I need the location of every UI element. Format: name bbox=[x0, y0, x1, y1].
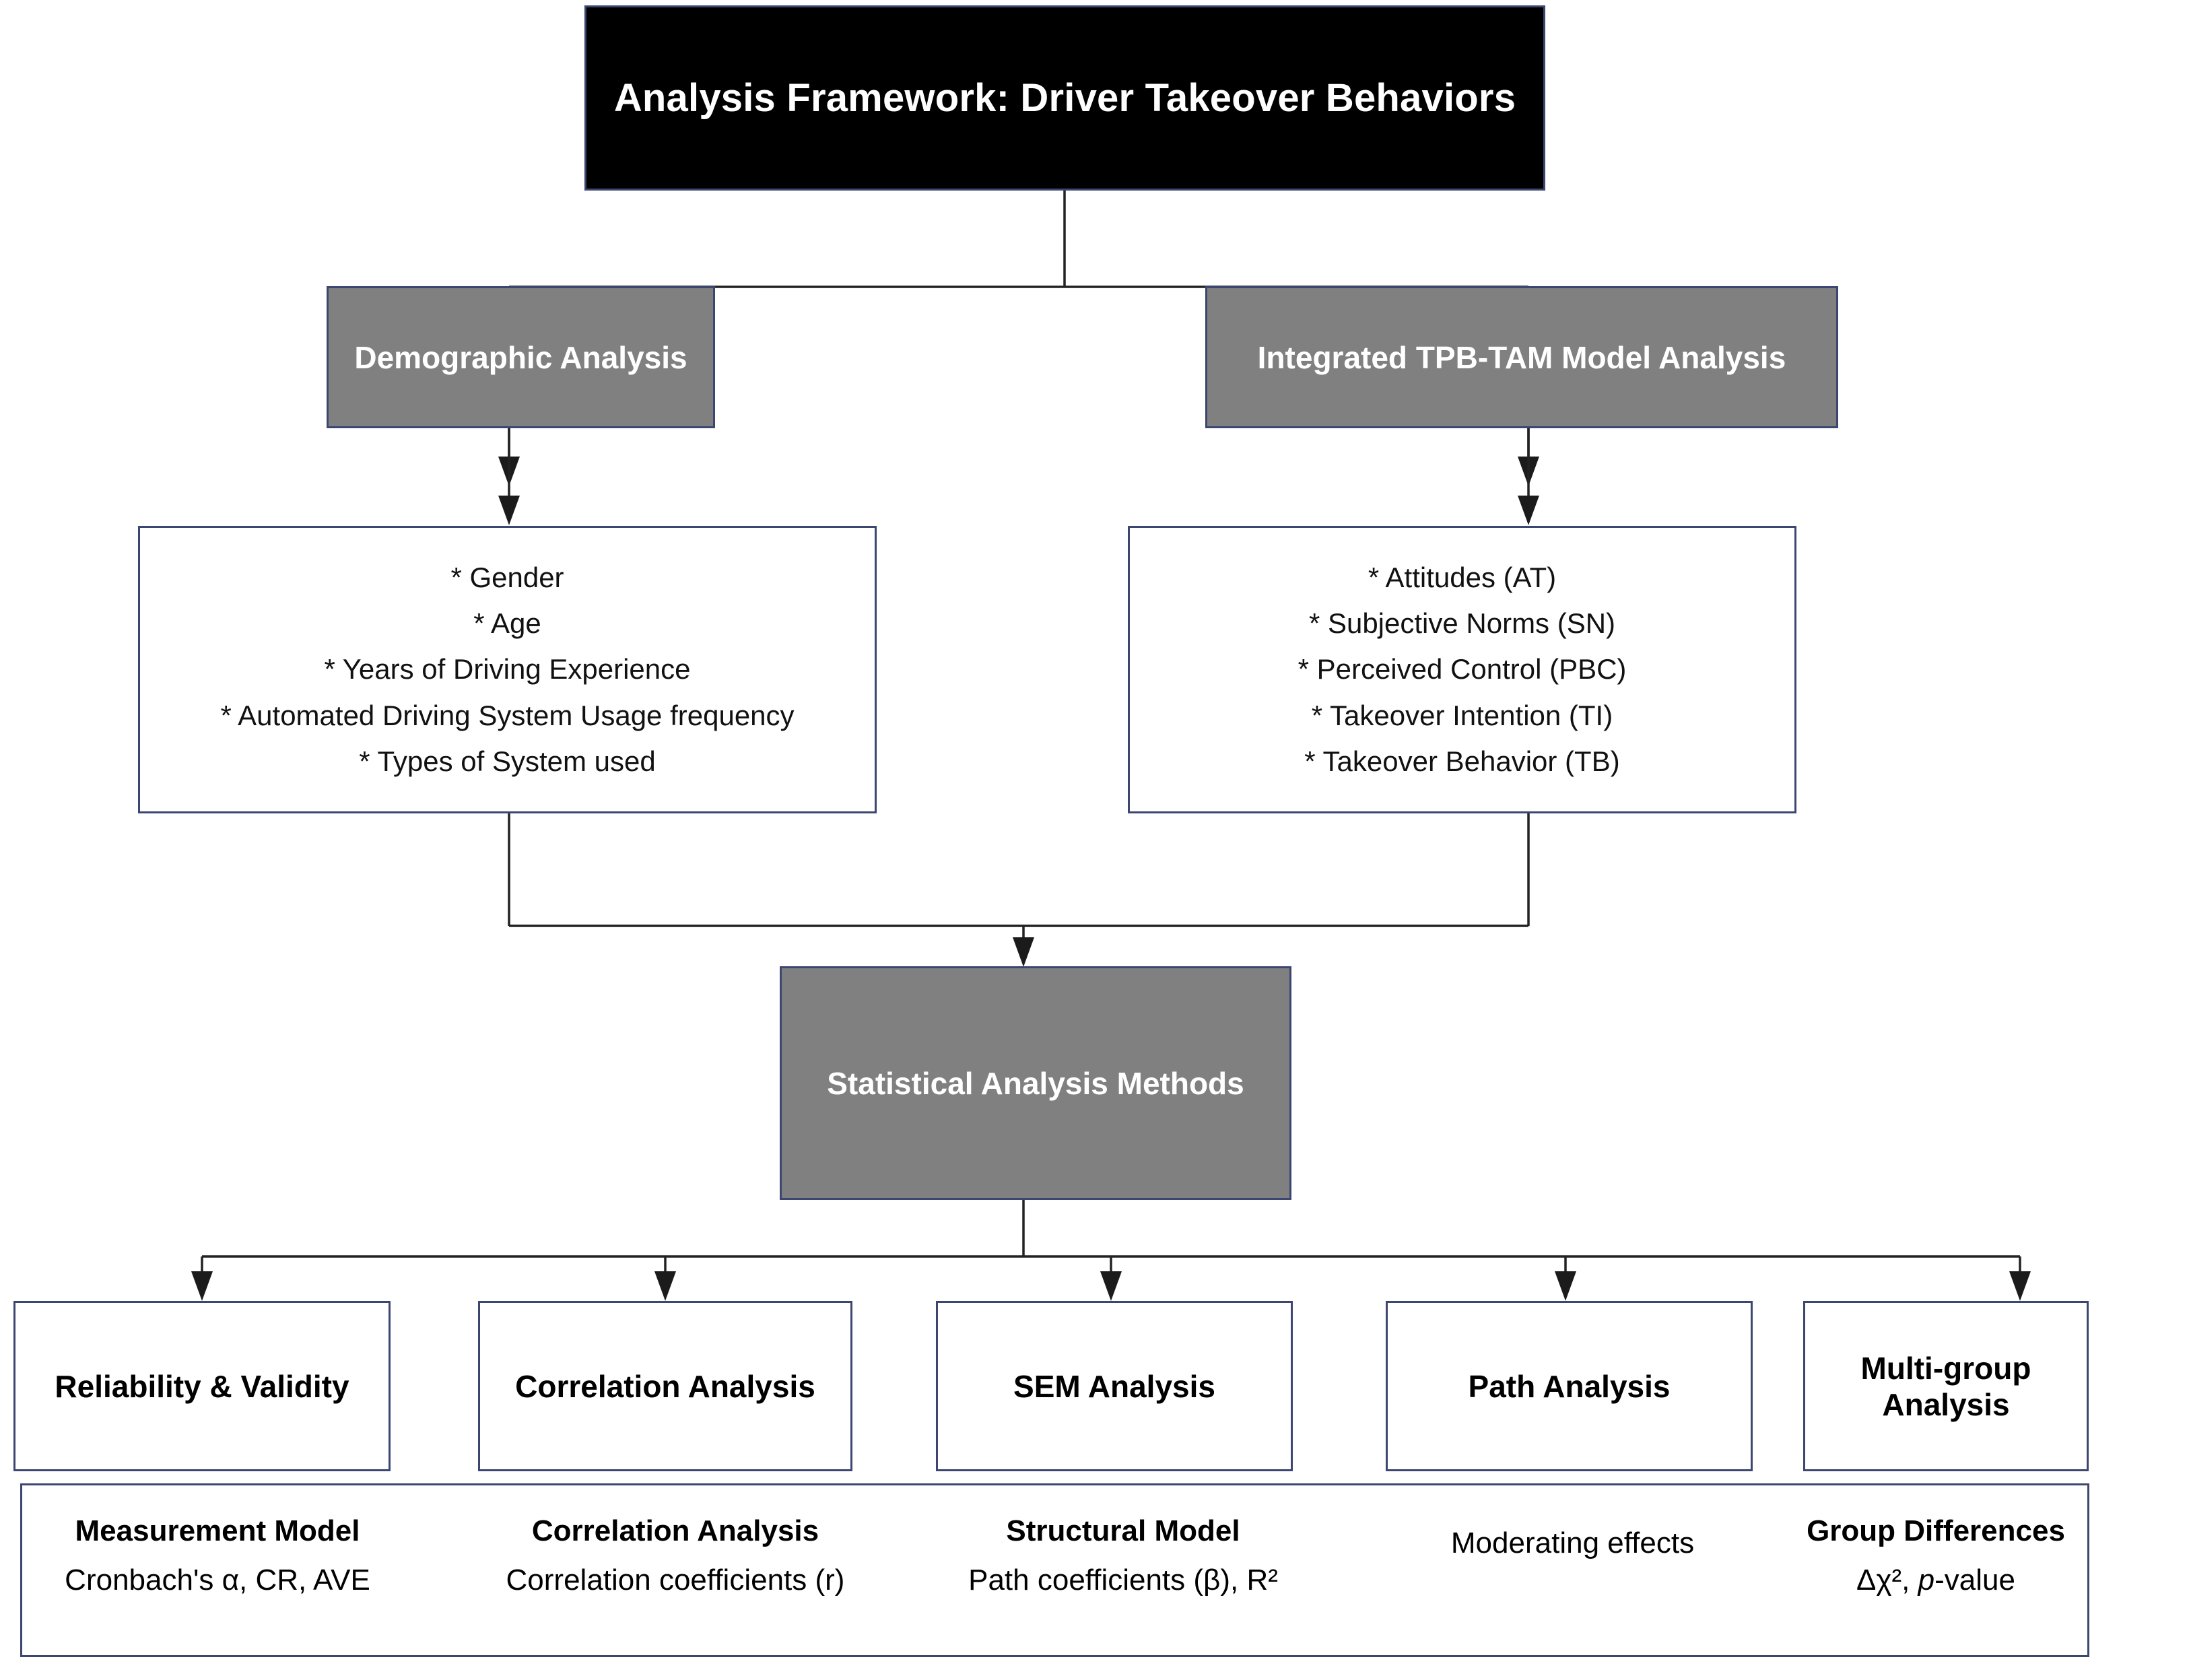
footer-detail: Correlation coefficients (r) bbox=[506, 1564, 845, 1597]
footer-detail: Moderating effects bbox=[1450, 1526, 1695, 1559]
list-item: * Types of System used bbox=[359, 745, 656, 777]
detail-box-tpb-tam: * Attitudes (AT) * Subjective Norms (SN)… bbox=[1128, 526, 1796, 813]
footer-detail: Path coefficients (β), R² bbox=[968, 1564, 1278, 1597]
footer-heading: Group Differences bbox=[1807, 1514, 2065, 1547]
method-box-reliability-validity[interactable]: Reliability & Validity bbox=[13, 1301, 391, 1471]
footer-detail-composite: Δχ², p-value bbox=[1793, 1560, 2079, 1600]
title-box: Analysis Framework: Driver Takeover Beha… bbox=[584, 5, 1545, 191]
footer-detail: Cronbach's α, CR, AVE bbox=[65, 1564, 370, 1597]
method-label: SEM Analysis bbox=[1013, 1368, 1215, 1404]
detail-list-tpb-tam: * Attitudes (AT) * Subjective Norms (SN)… bbox=[1130, 555, 1794, 784]
list-item: * Years of Driving Experience bbox=[324, 653, 691, 685]
footer-detail-italic: p bbox=[1918, 1564, 1935, 1597]
footer-detail-suffix: -value bbox=[1934, 1564, 2015, 1597]
list-item: * Subjective Norms (SN) bbox=[1308, 607, 1616, 640]
branch-box-integrated-tpb-tam-model-analysis[interactable]: Integrated TPB-TAM Model Analysis bbox=[1205, 286, 1838, 428]
footer-col-group-differences: Group Differences Δχ², p-value bbox=[1793, 1512, 2079, 1600]
method-box-path-analysis[interactable]: Path Analysis bbox=[1386, 1301, 1753, 1471]
footer-summary-panel: Measurement Model Cronbach's α, CR, AVE … bbox=[20, 1483, 2089, 1657]
list-item: * Takeover Behavior (TB) bbox=[1304, 745, 1620, 777]
list-item: * Gender bbox=[450, 562, 564, 594]
branch-label: Integrated TPB-TAM Model Analysis bbox=[1257, 339, 1786, 375]
footer-heading: Measurement Model bbox=[75, 1514, 360, 1547]
footer-heading: Structural Model bbox=[1006, 1514, 1240, 1547]
footer-col-correlation-analysis: Correlation Analysis Correlation coeffic… bbox=[487, 1512, 864, 1600]
hub-box-statistical-analysis-methods[interactable]: Statistical Analysis Methods bbox=[780, 966, 1291, 1200]
list-item: * Attitudes (AT) bbox=[1368, 562, 1557, 594]
branch-label: Demographic Analysis bbox=[354, 339, 687, 375]
method-box-sem-analysis[interactable]: SEM Analysis bbox=[936, 1301, 1293, 1471]
method-label: Correlation Analysis bbox=[515, 1368, 815, 1404]
method-label: Multi-group Analysis bbox=[1860, 1350, 2031, 1422]
footer-col-moderating-effects: Moderating effects bbox=[1389, 1512, 1756, 1563]
list-item: * Perceived Control (PBC) bbox=[1298, 653, 1627, 685]
title-label: Analysis Framework: Driver Takeover Beha… bbox=[613, 76, 1516, 120]
footer-col-structural-model: Structural Model Path coefficients (β), … bbox=[945, 1512, 1302, 1600]
footer-detail-prefix: Δχ², bbox=[1856, 1564, 1918, 1597]
list-item: * Age bbox=[473, 607, 541, 640]
hub-label: Statistical Analysis Methods bbox=[827, 1065, 1244, 1101]
detail-list-demographic: * Gender * Age * Years of Driving Experi… bbox=[140, 555, 875, 784]
footer-heading: Correlation Analysis bbox=[531, 1514, 819, 1547]
method-box-multi-group-analysis[interactable]: Multi-group Analysis bbox=[1803, 1301, 2089, 1471]
list-item: * Takeover Intention (TI) bbox=[1311, 699, 1613, 731]
method-box-correlation-analysis[interactable]: Correlation Analysis bbox=[478, 1301, 852, 1471]
list-item: * Automated Driving System Usage frequen… bbox=[220, 699, 795, 731]
method-label: Reliability & Validity bbox=[55, 1368, 349, 1404]
detail-box-demographic: * Gender * Age * Years of Driving Experi… bbox=[138, 526, 877, 813]
method-label: Path Analysis bbox=[1468, 1368, 1671, 1404]
footer-col-measurement-model: Measurement Model Cronbach's α, CR, AVE bbox=[36, 1512, 399, 1600]
branch-box-demographic-analysis[interactable]: Demographic Analysis bbox=[327, 286, 715, 428]
